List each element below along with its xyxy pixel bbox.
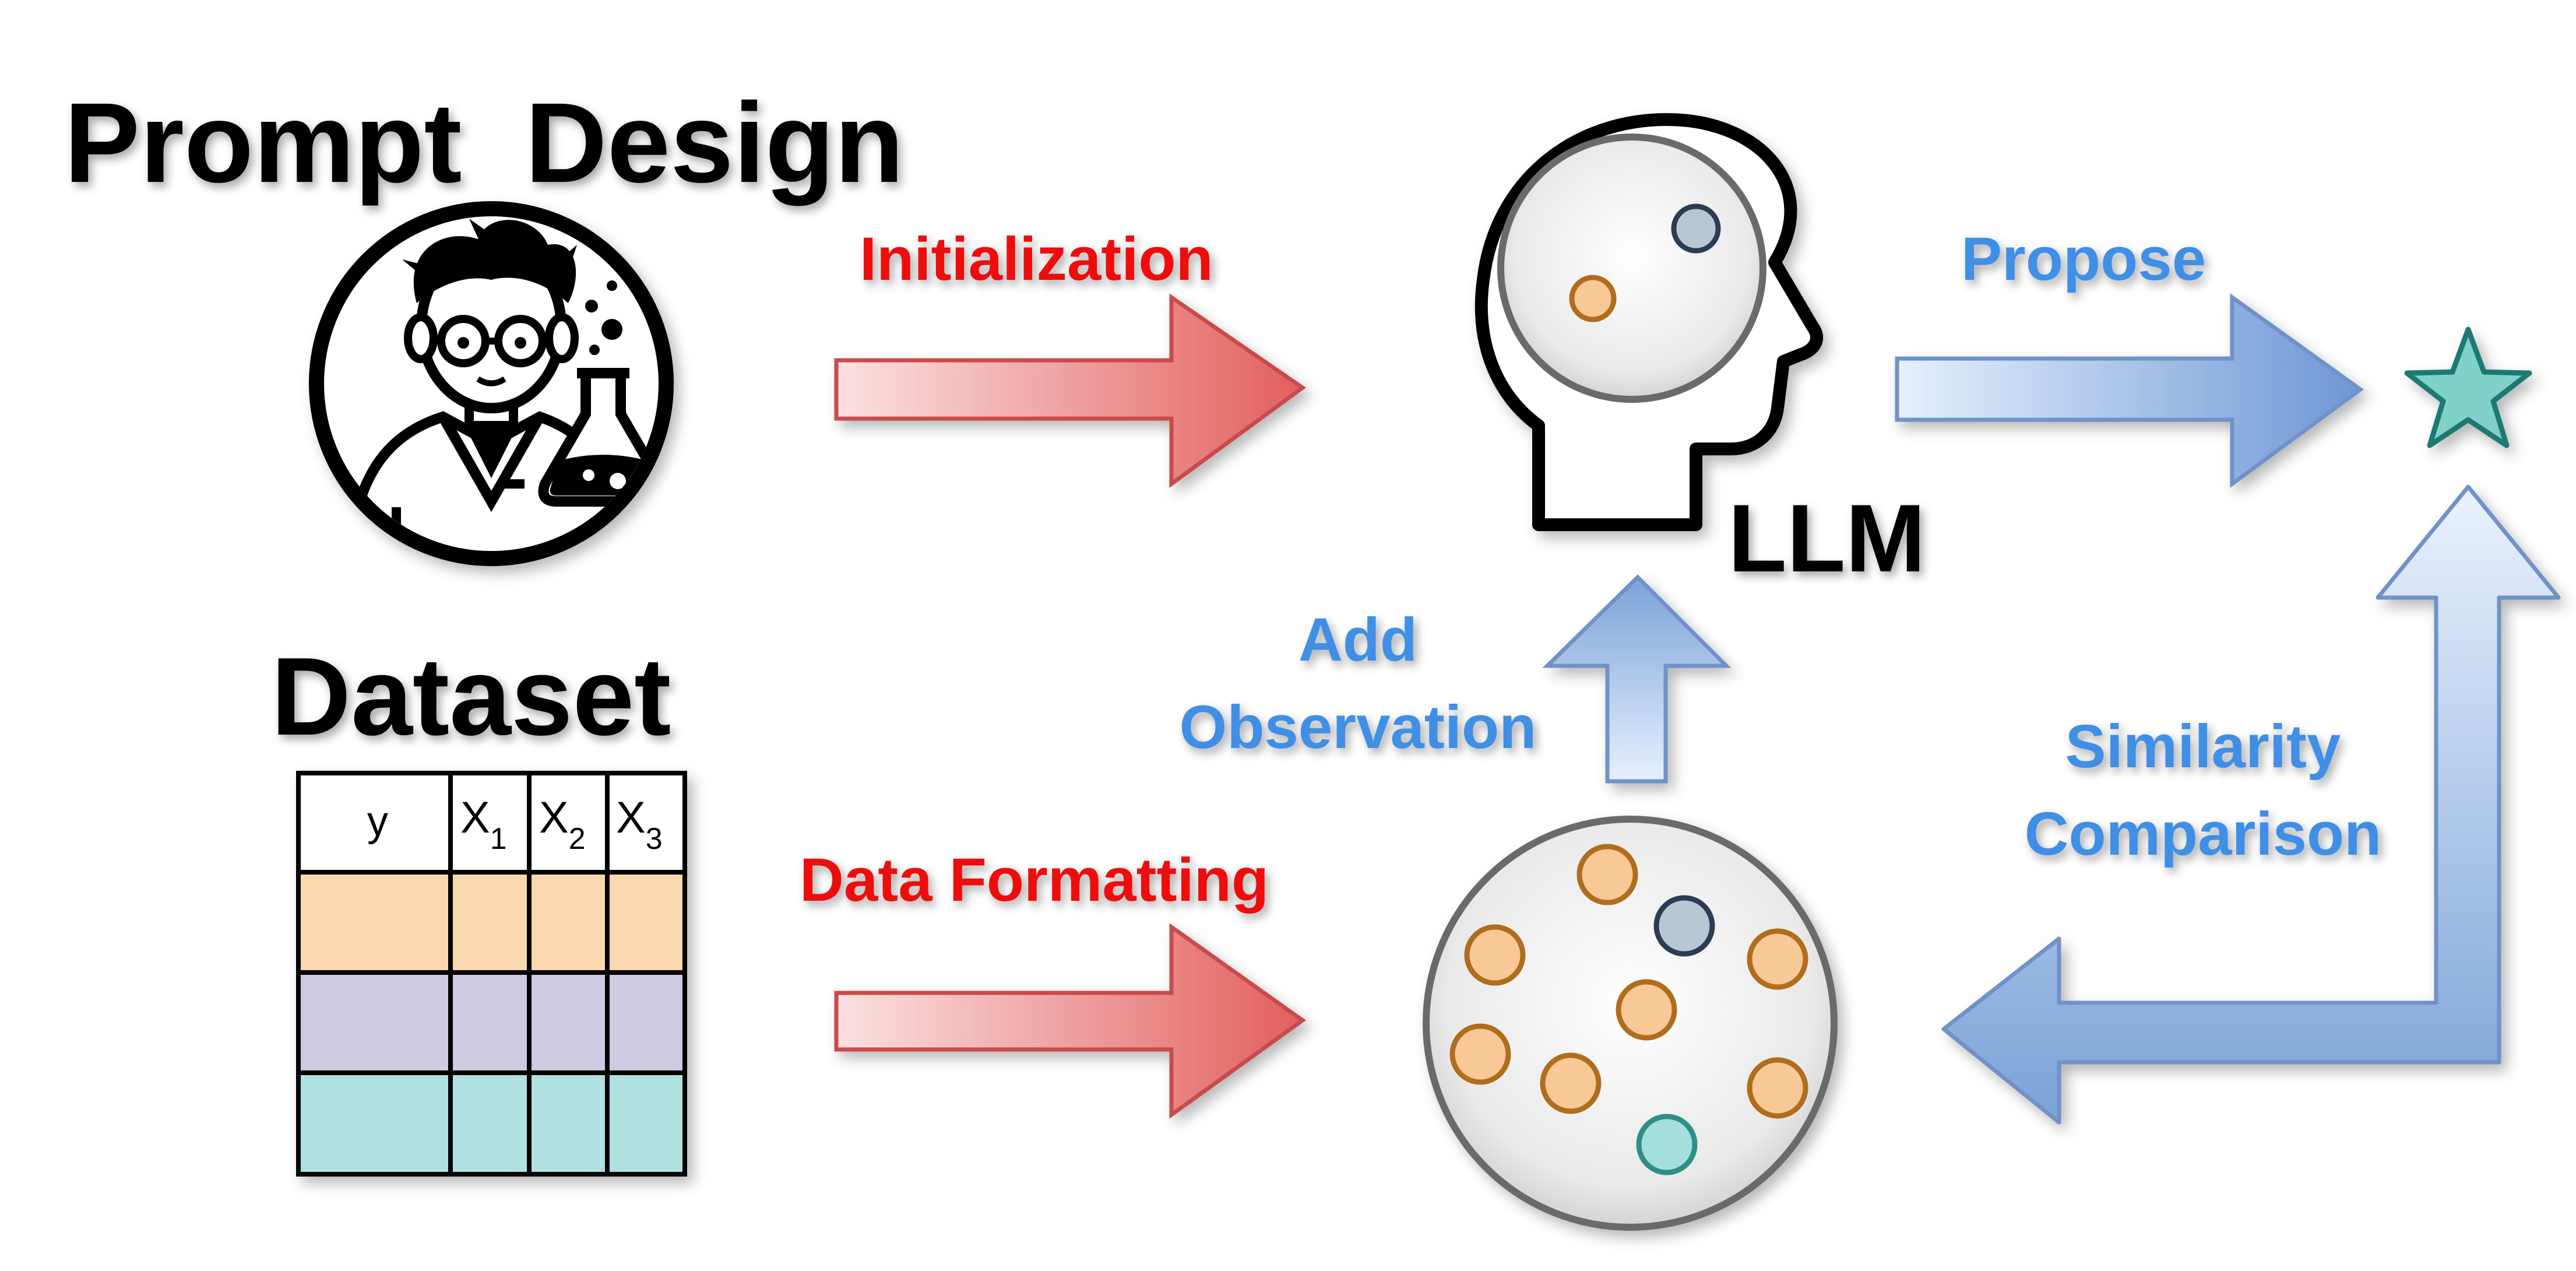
table-row-2 [298,972,685,1073]
table-row-1 [298,872,685,972]
orange-dot [1464,924,1526,986]
star-icon [2404,326,2532,448]
dataset-heading: Dataset [271,635,671,759]
llm-heading: LLM [1728,484,1926,592]
table-header-x3: X3 [616,793,663,856]
propose-arrow [1895,293,2364,488]
orange-dot [1747,928,1808,990]
table-header-x2: X2 [539,793,586,856]
data-formatting-arrow [834,923,1307,1119]
table-header-y: y [367,798,388,845]
orange-dot [1449,1023,1511,1085]
orange-dot [1540,1052,1602,1114]
add-observation-arrow [1542,574,1732,784]
navy-dot [1653,895,1715,957]
scientist-icon [309,201,674,566]
llm-navy-dot [1671,203,1721,254]
similarity-comparison-label-line2: Comparison [2025,800,2382,868]
head-icon [1474,113,1823,531]
table-row-3 [298,1073,685,1174]
propose-label: Propose [1961,225,2206,293]
orange-dot [1747,1057,1808,1119]
data-formatting-label: Data Formatting [800,846,1269,914]
similarity-comparison-arrow [1941,484,2561,1125]
orange-dot [1576,844,1638,905]
add-observation-label-line1: Add [1298,606,1417,674]
table-header-x1: X1 [460,793,507,856]
add-observation-label-line2: Observation [1180,693,1537,761]
teal-dot [1636,1114,1698,1175]
similarity-comparison-label-line1: Similarity [2065,712,2341,781]
llm-orange-dot [1569,275,1617,322]
prompt-design-heading: Prompt Design [64,79,904,206]
initialization-label: Initialization [860,225,1213,293]
observation-pool [1423,816,1838,1231]
orange-dot [1616,979,1677,1041]
initialization-arrow [834,293,1307,488]
dataset-table: y X1 X2 X3 [296,771,687,1177]
